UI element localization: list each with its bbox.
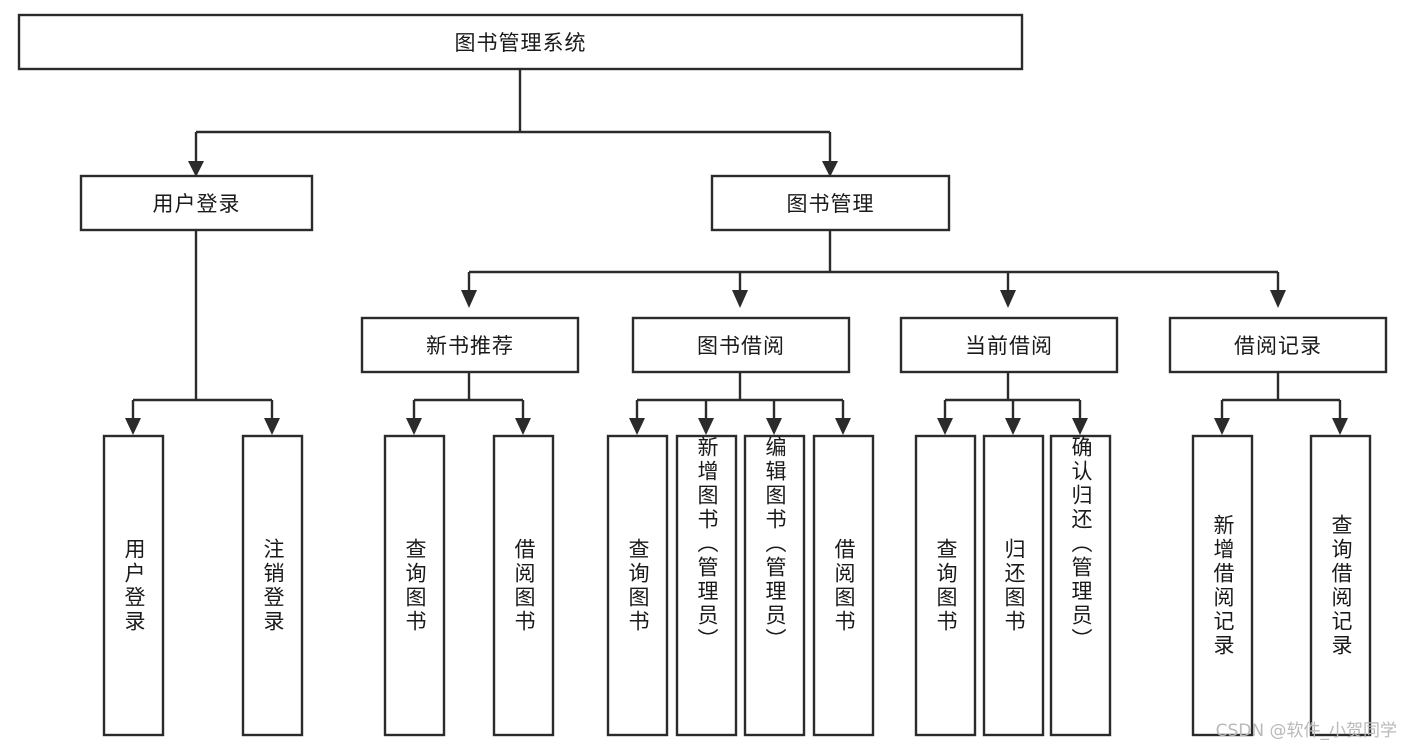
- node-root-book-management-system[interactable]: [17, 13, 1024, 71]
- arrow-head-to-book-management: [822, 161, 838, 177]
- arrow-head-to-book-borrow: [732, 290, 748, 308]
- arrow-head-new-book-rec-leaf-2: [515, 418, 531, 435]
- leaf-box-current-borrow-3[interactable]: [1049, 434, 1112, 737]
- arrow-head-current-borrow-leaf-3: [1072, 418, 1088, 435]
- leaf-box-borrow-record-1[interactable]: [1191, 434, 1254, 737]
- arrow-head-user-login-leaf-1: [125, 418, 141, 435]
- node-borrowing-records[interactable]: [1168, 316, 1388, 374]
- arrow-head-to-user-login: [188, 161, 204, 177]
- leaf-box-current-borrow-1[interactable]: [914, 434, 977, 737]
- leaf-box-user-login-2[interactable]: [241, 434, 304, 737]
- leaf-box-user-login-1[interactable]: [102, 434, 165, 737]
- connector-root-to-level2: [194, 69, 832, 161]
- connector-book-borrow-to-leaves: [635, 372, 845, 418]
- node-book-borrowing[interactable]: [631, 316, 851, 374]
- arrow-head-to-borrow-record: [1270, 290, 1286, 308]
- arrow-head-new-book-rec-leaf-1: [406, 418, 422, 435]
- node-book-management[interactable]: [710, 174, 951, 232]
- arrow-head-book-borrow-leaf-1: [629, 418, 645, 435]
- arrow-head-book-borrow-leaf-2: [698, 418, 714, 435]
- arrow-head-book-borrow-leaf-4: [835, 418, 851, 435]
- leaf-box-current-borrow-2[interactable]: [982, 434, 1045, 737]
- arrow-head-current-borrow-leaf-2: [1005, 418, 1021, 435]
- connector-borrow-record-to-leaves: [1220, 372, 1342, 418]
- node-user-login[interactable]: [79, 174, 314, 232]
- leaf-box-borrow-record-2[interactable]: [1309, 434, 1372, 737]
- node-current-borrowing[interactable]: [899, 316, 1119, 374]
- node-new-book-recommendation[interactable]: [360, 316, 580, 374]
- connector-current-borrow-to-leaves: [943, 372, 1082, 418]
- leaf-box-book-borrow-2[interactable]: [675, 434, 738, 737]
- leaf-box-book-borrow-4[interactable]: [812, 434, 875, 737]
- arrow-head-to-new-book-rec: [461, 290, 477, 308]
- leaf-box-book-borrow-3[interactable]: [743, 434, 806, 737]
- leaf-box-new-book-rec-2[interactable]: [492, 434, 555, 737]
- connector-new-book-rec-to-leaves: [412, 372, 525, 418]
- arrow-head-book-borrow-leaf-3: [766, 418, 782, 435]
- arrow-head-user-login-leaf-2: [264, 418, 280, 435]
- arrow-head-current-borrow-leaf-1: [937, 418, 953, 435]
- connector-user-login-to-leaves: [131, 230, 274, 418]
- arrow-head-borrow-record-leaf-1: [1214, 418, 1230, 435]
- arrow-head-to-current-borrow: [1000, 290, 1016, 308]
- leaf-box-book-borrow-1[interactable]: [606, 434, 669, 737]
- connector-book-management-to-level3: [467, 230, 1280, 290]
- arrow-head-borrow-record-leaf-2: [1332, 418, 1348, 435]
- leaf-box-new-book-rec-1[interactable]: [383, 434, 446, 737]
